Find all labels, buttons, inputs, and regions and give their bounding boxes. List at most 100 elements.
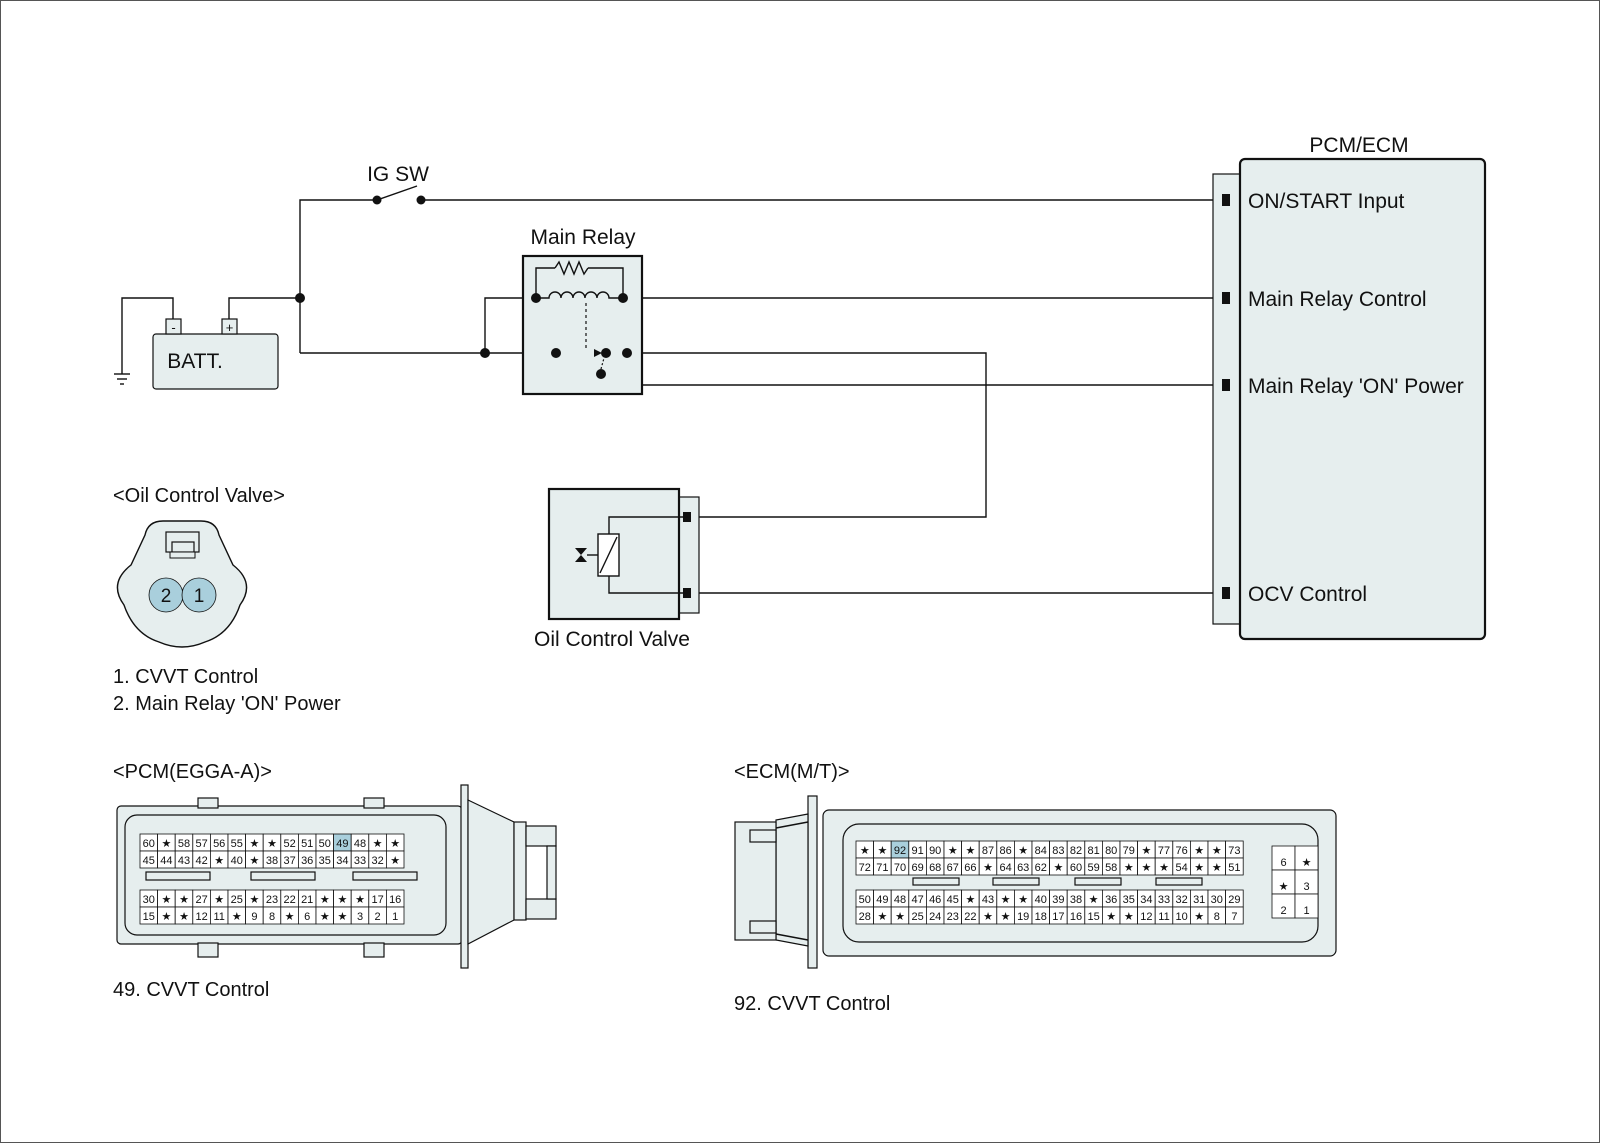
pcm-terminal-label: Main Relay 'ON' Power — [1248, 375, 1464, 398]
pin-number: 45 — [143, 855, 155, 867]
pin-number: ★ — [1018, 845, 1028, 857]
ig-switch-contact — [416, 195, 426, 205]
pin-number: ★ — [983, 862, 993, 874]
pcm-connector-title: <PCM(EGGA-A)> — [113, 761, 272, 783]
pcm-ecm-module: PCM/ECM ON/START Input Main Relay Contro… — [1212, 134, 1487, 641]
pin-cell — [385, 906, 405, 925]
pin-number: ★ — [249, 855, 259, 867]
pin-number: 7 — [1231, 911, 1237, 923]
pin-number: 32 — [1175, 894, 1187, 906]
pin-number: ★ — [895, 911, 905, 923]
pin-number: 68 — [929, 862, 941, 874]
pin-number: ★ — [877, 911, 887, 923]
pin-number: ★ — [390, 855, 400, 867]
battery: - + BATT. — [152, 318, 279, 390]
pin-number: ★ — [948, 845, 958, 857]
pin-number: 86 — [999, 845, 1011, 857]
pin-number: 40 — [231, 855, 243, 867]
pin-number: 12 — [195, 911, 207, 923]
pcm-ecm-body — [1238, 157, 1487, 641]
pin-number: ★ — [1279, 881, 1289, 893]
pin-number: ★ — [249, 894, 259, 906]
pin-number: ★ — [285, 911, 295, 923]
pin-number: 30 — [1211, 894, 1223, 906]
ocv-legend-item: 2. Main Relay 'ON' Power — [113, 693, 341, 715]
junction-dot — [295, 293, 305, 303]
pin-number: ★ — [390, 838, 400, 850]
ocv-connector-housing — [116, 520, 248, 648]
pin-number: ★ — [1194, 845, 1204, 857]
pin-number: 31 — [1193, 894, 1205, 906]
pin-number: 42 — [195, 855, 207, 867]
valve-icon — [575, 548, 587, 555]
pin-number: ★ — [337, 911, 347, 923]
pin-number: 90 — [929, 845, 941, 857]
pin-number: 36 — [301, 855, 313, 867]
pin-number: ★ — [877, 845, 887, 857]
pin-number: 23 — [266, 894, 278, 906]
pin-number: 66 — [964, 862, 976, 874]
pin-number: ★ — [1141, 845, 1151, 857]
pin-number: 49 — [876, 894, 888, 906]
battery-plus-label: + — [226, 320, 234, 335]
pin-number: 59 — [1087, 862, 1099, 874]
pin-number: 23 — [947, 911, 959, 923]
pin-number: 49 — [336, 838, 348, 850]
ecm-connector-title: <ECM(M/T)> — [734, 761, 850, 783]
pin-number: 48 — [894, 894, 906, 906]
pin-number: 48 — [354, 838, 366, 850]
pin-number: 92 — [894, 845, 906, 857]
pin-number: 60 — [143, 838, 155, 850]
pin-cell — [1225, 857, 1244, 876]
pin-number: 17 — [371, 894, 383, 906]
pin-number: 33 — [1158, 894, 1170, 906]
pin-number: ★ — [320, 911, 330, 923]
pin-number: ★ — [1106, 911, 1116, 923]
pin-number: 15 — [143, 911, 155, 923]
pin-number: 2 — [1280, 905, 1286, 917]
pcm-ecm-connector-strip — [1212, 173, 1242, 625]
pin-number: 19 — [1017, 911, 1029, 923]
ig-switch-label: IG SW — [367, 163, 429, 186]
pin-number: ★ — [373, 838, 383, 850]
pin-number: ★ — [1124, 862, 1134, 874]
pin-number: 2 — [375, 911, 381, 923]
pin-number: 36 — [1105, 894, 1117, 906]
pin-cell — [1225, 906, 1244, 925]
pin-number: 60 — [1070, 862, 1082, 874]
pin-number: 32 — [371, 855, 383, 867]
pin-number: ★ — [1212, 845, 1222, 857]
ocv-pin-1 — [181, 577, 217, 613]
pin-number: 18 — [1035, 911, 1047, 923]
pin-number: 24 — [929, 911, 941, 923]
pin-number: 15 — [1087, 911, 1099, 923]
pin-number: ★ — [1212, 862, 1222, 874]
pin-number: 35 — [1123, 894, 1135, 906]
pin-number: 11 — [1158, 911, 1169, 923]
pin-number: ★ — [983, 911, 993, 923]
pin-number: 38 — [266, 855, 278, 867]
pin-number: ★ — [1018, 894, 1028, 906]
pin-number: ★ — [232, 911, 242, 923]
pin-number: 3 — [1303, 881, 1309, 893]
pin-number: 72 — [859, 862, 871, 874]
ocv-connector-title: <Oil Control Valve> — [113, 485, 285, 507]
pin-number: 6 — [304, 911, 310, 923]
pin-number: 71 — [876, 862, 888, 874]
pin-number: 16 — [389, 894, 401, 906]
pin-number: ★ — [355, 894, 365, 906]
pin-number: 50 — [859, 894, 871, 906]
pin-number: ★ — [249, 838, 259, 850]
pin-number: 55 — [231, 838, 243, 850]
pin-number: 47 — [911, 894, 923, 906]
pin-number: 30 — [143, 894, 155, 906]
pin-number: ★ — [179, 911, 189, 923]
pin-number: 69 — [911, 862, 923, 874]
pin-number: 87 — [982, 845, 994, 857]
pin-number: 50 — [319, 838, 331, 850]
main-relay-label: Main Relay — [530, 226, 636, 249]
pcm-terminal-label: Main Relay Control — [1248, 288, 1427, 311]
battery-body — [152, 333, 279, 390]
